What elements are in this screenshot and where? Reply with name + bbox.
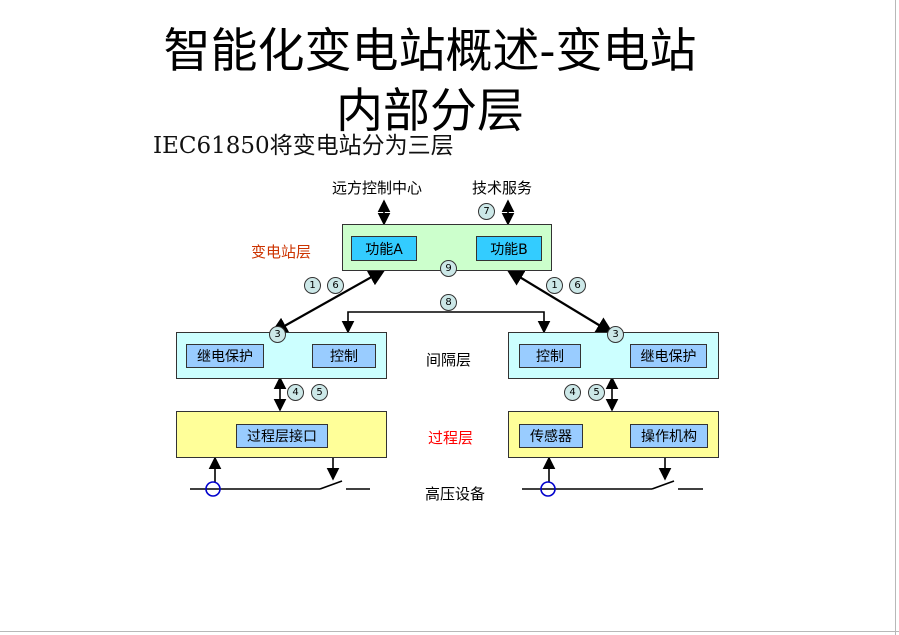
interface-badge-6-right: 6 (569, 277, 586, 294)
slide-border-bottom (0, 631, 899, 632)
function-b-box: 功能B (476, 236, 542, 261)
page-title-line1: 智能化变电站概述-变电站 (163, 24, 697, 79)
interface-badge-7: 7 (478, 203, 495, 220)
hv-line-left (190, 480, 370, 490)
link-station-bay-left (270, 268, 386, 335)
process-interface-box: 过程层接口 (236, 424, 328, 448)
function-a-box: 功能A (351, 236, 417, 261)
link-station-bay-right (506, 268, 614, 335)
interface-badge-5-right: 5 (588, 384, 605, 401)
bay-left-control: 控制 (312, 344, 376, 368)
interface-badge-9: 9 (440, 260, 457, 277)
interface-badge-4-left: 4 (287, 384, 304, 401)
bay-right-control: 控制 (519, 344, 581, 368)
process-layer-label: 过程层 (428, 429, 474, 447)
remote-control-center-label: 远方控制中心 (332, 179, 423, 197)
bay-left-protection: 继电保护 (186, 344, 264, 368)
interface-badge-1-right: 1 (546, 277, 563, 294)
interface-badge-3-right: 3 (607, 326, 624, 343)
hv-line-right (522, 480, 703, 490)
sensor-box: 传感器 (519, 424, 583, 448)
operating-mechanism-box: 操作机构 (630, 424, 708, 448)
interface-badge-4-right: 4 (564, 384, 581, 401)
interface-badge-5-left: 5 (311, 384, 328, 401)
subtitle: IEC61850将变电站分为三层 (153, 133, 454, 159)
bay-layer-label: 间隔层 (426, 351, 472, 369)
page-title-line2: 内部分层 (336, 84, 524, 139)
bay-right-protection: 继电保护 (630, 344, 707, 368)
ct-icon-right (540, 481, 556, 497)
hv-equipment-label: 高压设备 (425, 485, 486, 503)
slide-border-right (895, 0, 896, 635)
interface-badge-8: 8 (440, 294, 457, 311)
link-bay-bay (341, 311, 551, 334)
ct-icon-left (205, 481, 221, 497)
station-layer-label: 变电站层 (251, 243, 312, 261)
interface-badge-3-left: 3 (269, 326, 286, 343)
interface-badge-1-left: 1 (304, 277, 321, 294)
interface-badge-6-left: 6 (327, 277, 344, 294)
technical-service-label: 技术服务 (472, 179, 533, 197)
